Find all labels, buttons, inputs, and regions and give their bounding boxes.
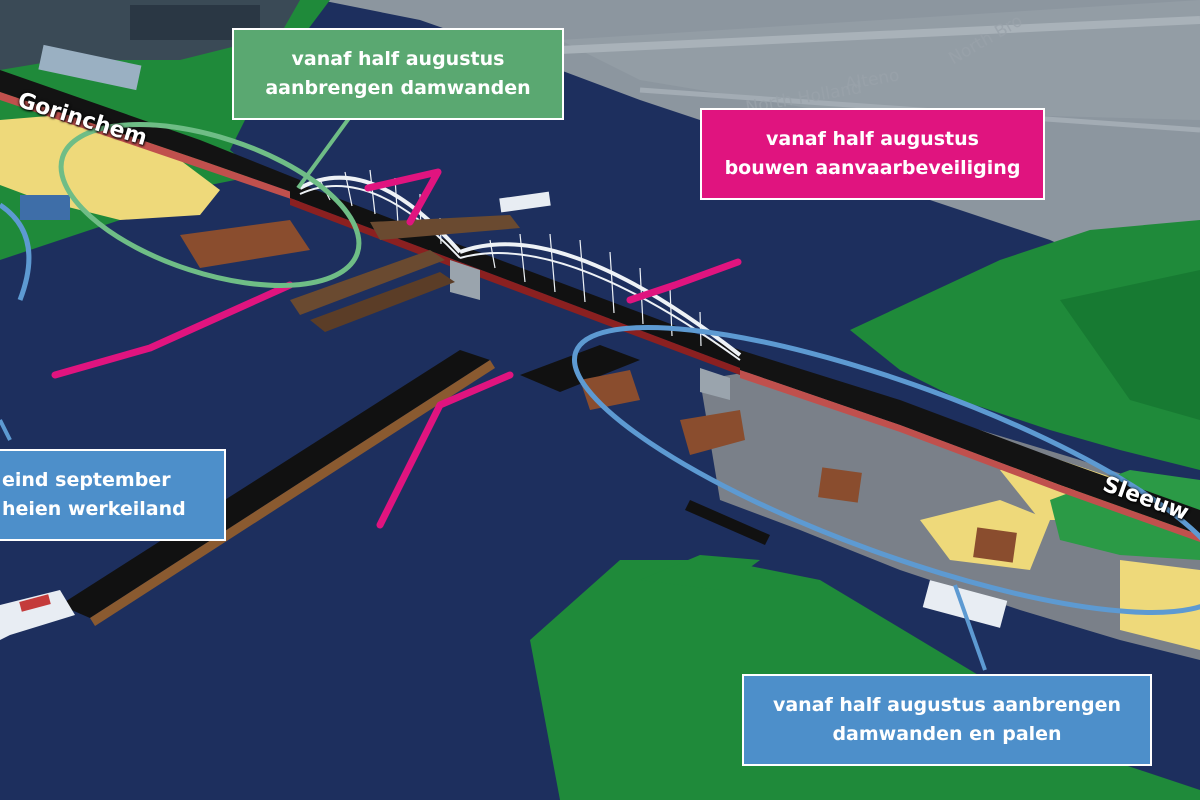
left-shed [20, 195, 70, 220]
right-site-building [922, 580, 1008, 628]
bridge-pier-2 [700, 368, 730, 400]
blue-callout-pointer-right [953, 584, 987, 671]
left-sand-yard [0, 115, 220, 220]
right-pit-2 [973, 527, 1017, 563]
north-approach-road [0, 70, 300, 195]
callout-palen-line2: damwanden en palen [832, 723, 1062, 745]
pontoon-north-3 [310, 272, 455, 332]
callout-damwanden-line1: vanaf half augustus [291, 48, 505, 70]
callout-aanvaar-line2: bouwen aanvaarbeveiliging [724, 157, 1021, 179]
blue-highlight-ring-right [572, 325, 1200, 615]
south-road-verge [740, 370, 1200, 542]
callout-werkeiland-line2: heien werkeiland [2, 498, 186, 520]
pontoon-north-2 [290, 250, 445, 315]
right-bank-land [850, 220, 1200, 470]
green-highlight-ring [58, 122, 362, 288]
south-bank-land-2 [640, 555, 760, 590]
work-pontoon-left [180, 220, 310, 268]
south-work-pontoon [680, 410, 745, 455]
callout-damwanden-line2: aanbrengen damwanden [265, 77, 531, 99]
callout-damwanden: vanaf half augustus aanbrengen damwanden [232, 28, 564, 120]
callout-aanvaarbeveiliging: vanaf half augustus bouwen aanvaarbeveil… [700, 108, 1045, 200]
blue-callout-pointer-left [0, 419, 12, 441]
collision-protection-lines [51, 168, 742, 529]
callout-werkeiland: eind september heien werkeiland [0, 449, 226, 541]
barge-ship-deck [19, 594, 51, 612]
north-road-verge [0, 92, 300, 202]
right-pit-1 [818, 467, 862, 503]
barge-ship [0, 590, 75, 640]
long-barge [60, 350, 490, 618]
green-callout-pointer [296, 108, 357, 190]
blue-highlight-ring-left [0, 202, 32, 301]
tank-building [38, 44, 142, 91]
grey-road [559, 16, 1200, 54]
long-barge-edge [90, 360, 495, 626]
far-right-sand [1120, 560, 1200, 650]
central-work-pontoon [520, 345, 640, 392]
callout-damwanden-palen: vanaf half augustus aanbrengen damwanden… [742, 674, 1152, 766]
south-approach-road [740, 350, 1200, 535]
callout-aanvaar-line1: vanaf half augustus [766, 128, 979, 150]
bridge-pier [450, 260, 480, 300]
right-bank-land-dark [1060, 270, 1200, 420]
callout-palen-line1: vanaf half augustus aanbrengen [772, 694, 1122, 716]
callout-werkeiland-line1: eind september [2, 469, 171, 491]
site-board [685, 500, 770, 545]
moored-ship-top [499, 191, 551, 213]
